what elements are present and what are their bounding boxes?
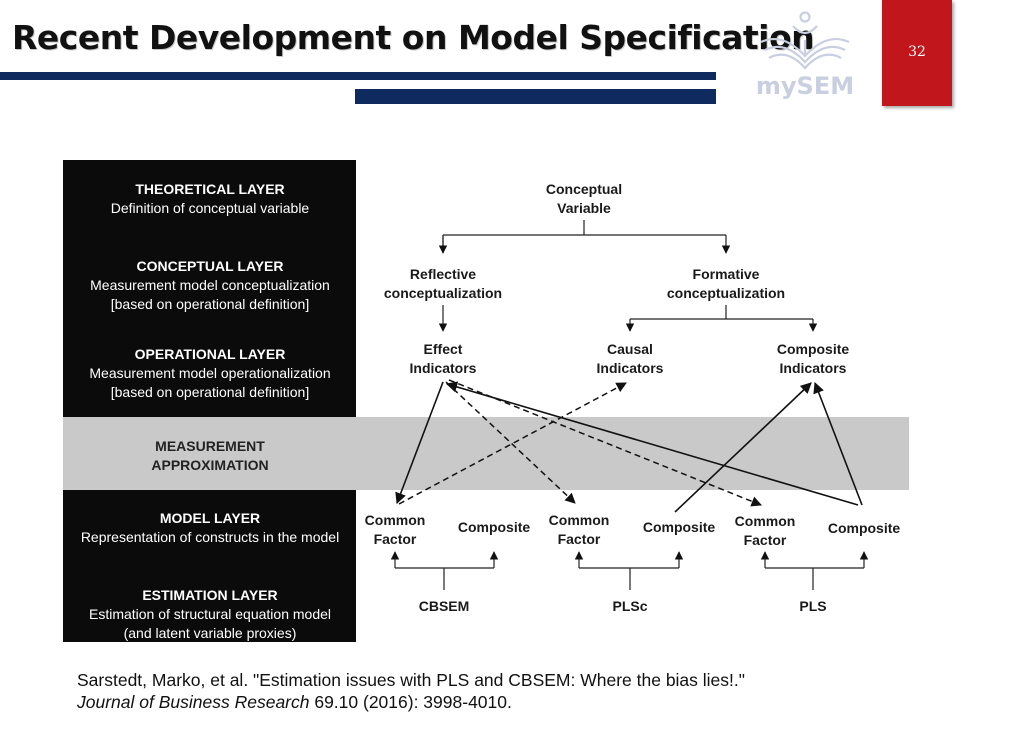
arrow-composite-2-to-composite-indicators bbox=[674, 382, 812, 513]
node-common-factor-1a: Common bbox=[365, 512, 426, 528]
citation-journal: Journal of Business Research bbox=[77, 692, 310, 712]
upper-layers-panel bbox=[63, 160, 356, 417]
layer-estimation-name: ESTIMATION LAYER bbox=[142, 587, 277, 603]
node-composite-2: Composite bbox=[643, 519, 716, 535]
node-cbsem: CBSEM bbox=[419, 598, 470, 614]
node-conceptual-variable-2: Variable bbox=[557, 200, 611, 216]
node-composite-3: Composite bbox=[828, 520, 901, 536]
node-effect-indicators-1: Effect bbox=[424, 341, 463, 357]
layer-measurement-desc: APPROXIMATION bbox=[151, 457, 268, 473]
arrow-composite-3-to-composite-indicators bbox=[813, 381, 863, 506]
node-composite-indicators-1: Composite bbox=[777, 341, 850, 357]
arrow-effect-to-common-factor-1 bbox=[395, 381, 444, 505]
branch-formative-stem bbox=[630, 305, 813, 320]
node-causal-indicators-1: Causal bbox=[607, 341, 653, 357]
slide-title: Recent Development on Model Specificatio… bbox=[12, 18, 815, 57]
layer-conceptual-desc-2: [based on operational definition] bbox=[111, 296, 309, 312]
page-number-box: 32 bbox=[882, 0, 952, 106]
layer-operational-name: OPERATIONAL LAYER bbox=[135, 346, 286, 362]
node-common-factor-3a: Common bbox=[735, 513, 796, 529]
bracket-cbsem bbox=[395, 567, 494, 590]
node-pls: PLS bbox=[799, 598, 826, 614]
book-reader-icon: mySEM bbox=[756, 11, 854, 100]
branch-conceptual bbox=[442, 220, 726, 253]
layer-estimation-desc-2: (and latent variable proxies) bbox=[124, 625, 297, 641]
layer-measurement-name: MEASUREMENT bbox=[155, 438, 265, 454]
citation: Sarstedt, Marko, et al. "Estimation issu… bbox=[77, 669, 797, 713]
layer-theoretical-name: THEORETICAL LAYER bbox=[135, 181, 284, 197]
layer-model-name: MODEL LAYER bbox=[160, 510, 260, 526]
layer-conceptual-name: CONCEPTUAL LAYER bbox=[136, 258, 283, 274]
page-number: 32 bbox=[908, 44, 926, 60]
node-common-factor-3b: Factor bbox=[744, 532, 787, 548]
bracket-pls bbox=[765, 567, 864, 590]
layer-operational-desc-2: [based on operational definition] bbox=[111, 384, 309, 400]
node-conceptual-variable-1: Conceptual bbox=[546, 181, 622, 197]
node-formative-2: conceptualization bbox=[667, 285, 785, 301]
arrow-effect-to-common-factor-3 bbox=[448, 379, 762, 507]
node-common-factor-2a: Common bbox=[549, 512, 610, 528]
mysem-logo: mySEM bbox=[755, 10, 860, 100]
node-plsc: PLSc bbox=[612, 598, 647, 614]
layer-theoretical-desc: Definition of conceptual variable bbox=[111, 200, 310, 216]
node-composite-1: Composite bbox=[458, 519, 531, 535]
citation-volume: 69.10 (2016): 3998-4010. bbox=[309, 692, 512, 712]
node-causal-indicators-2: Indicators bbox=[597, 360, 664, 376]
layer-operational-desc-1: Measurement model operationalization bbox=[89, 365, 330, 381]
citation-authors-title: Sarstedt, Marko, et al. "Estimation issu… bbox=[77, 670, 745, 690]
arrow-causal-to-common-factor-1 bbox=[398, 382, 627, 505]
node-common-factor-2b: Factor bbox=[558, 531, 601, 547]
measurement-diagram: THEORETICAL LAYER Definition of conceptu… bbox=[63, 160, 909, 665]
title-accent-bar bbox=[355, 89, 716, 104]
node-formative-1: Formative bbox=[693, 266, 760, 282]
node-composite-indicators-2: Indicators bbox=[780, 360, 847, 376]
layer-estimation-desc-1: Estimation of structural equation model bbox=[89, 606, 331, 622]
node-common-factor-1b: Factor bbox=[374, 531, 417, 547]
node-reflective-1: Reflective bbox=[410, 266, 476, 282]
layer-model-desc: Representation of constructs in the mode… bbox=[81, 529, 339, 545]
lower-layers-panel bbox=[63, 490, 356, 642]
node-reflective-2: conceptualization bbox=[384, 285, 502, 301]
arrow-composite-3-to-effect bbox=[445, 381, 859, 506]
logo-wordmark: mySEM bbox=[756, 72, 854, 100]
bracket-plsc bbox=[579, 567, 679, 590]
node-effect-indicators-2: Indicators bbox=[410, 360, 477, 376]
layer-conceptual-desc-1: Measurement model conceptualization bbox=[90, 277, 330, 293]
title-underline-bar bbox=[0, 72, 716, 80]
diagram-svg: THEORETICAL LAYER Definition of conceptu… bbox=[63, 160, 909, 642]
